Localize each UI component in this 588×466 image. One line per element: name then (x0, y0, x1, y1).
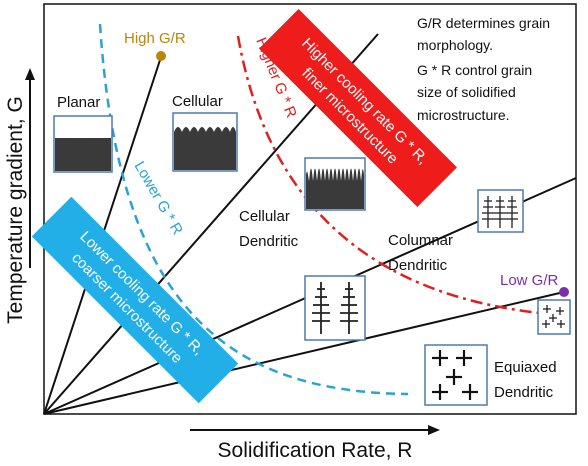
high-gr-point (156, 51, 166, 61)
y-axis-arrow (25, 68, 35, 268)
columnar-dendritic-label-2: Dendritic (388, 257, 448, 274)
cellular-dendritic-label-1: Cellular (239, 208, 290, 225)
gr-line-low (43, 291, 565, 415)
higher-gr-curve (236, 35, 551, 316)
cellular-dendritic-icon (304, 157, 366, 211)
x-axis-arrow (190, 425, 440, 435)
note-line-3: G * R control grain (417, 62, 532, 78)
equiaxed-icon-large (424, 344, 488, 406)
note-line-4: size of solidified (417, 84, 516, 100)
equiaxed-icon-small (537, 299, 571, 335)
low-gr-point (559, 287, 569, 297)
plot-frame (43, 3, 577, 415)
y-axis-label: Temperature gradient, G (4, 96, 27, 324)
planar-label: Planar (57, 94, 100, 111)
columnar-dendrite-icon-large (304, 275, 366, 341)
low-gr-label: Low G/R (500, 272, 559, 289)
equiaxed-dendritic-label-1: Equiaxed (494, 359, 557, 376)
planar-icon (53, 115, 113, 173)
notes-block: G/R determines grain morphology. G * R c… (417, 15, 550, 123)
columnar-dendrite-icon-small (477, 189, 524, 233)
note-line-2: morphology. (417, 37, 493, 53)
x-axis-label: Solidification Rate, R (218, 439, 413, 462)
columnar-dendritic-label-1: Columnar (388, 232, 453, 249)
note-line-5: microstructure. (417, 107, 510, 123)
high-gr-label: High G/R (124, 30, 186, 47)
cellular-icon (172, 112, 238, 172)
note-line-1: G/R determines grain (417, 15, 550, 31)
cellular-label: Cellular (172, 93, 223, 110)
equiaxed-dendritic-label-2: Dendritic (494, 384, 554, 401)
cellular-dendritic-label-2: Dendritic (239, 233, 299, 250)
